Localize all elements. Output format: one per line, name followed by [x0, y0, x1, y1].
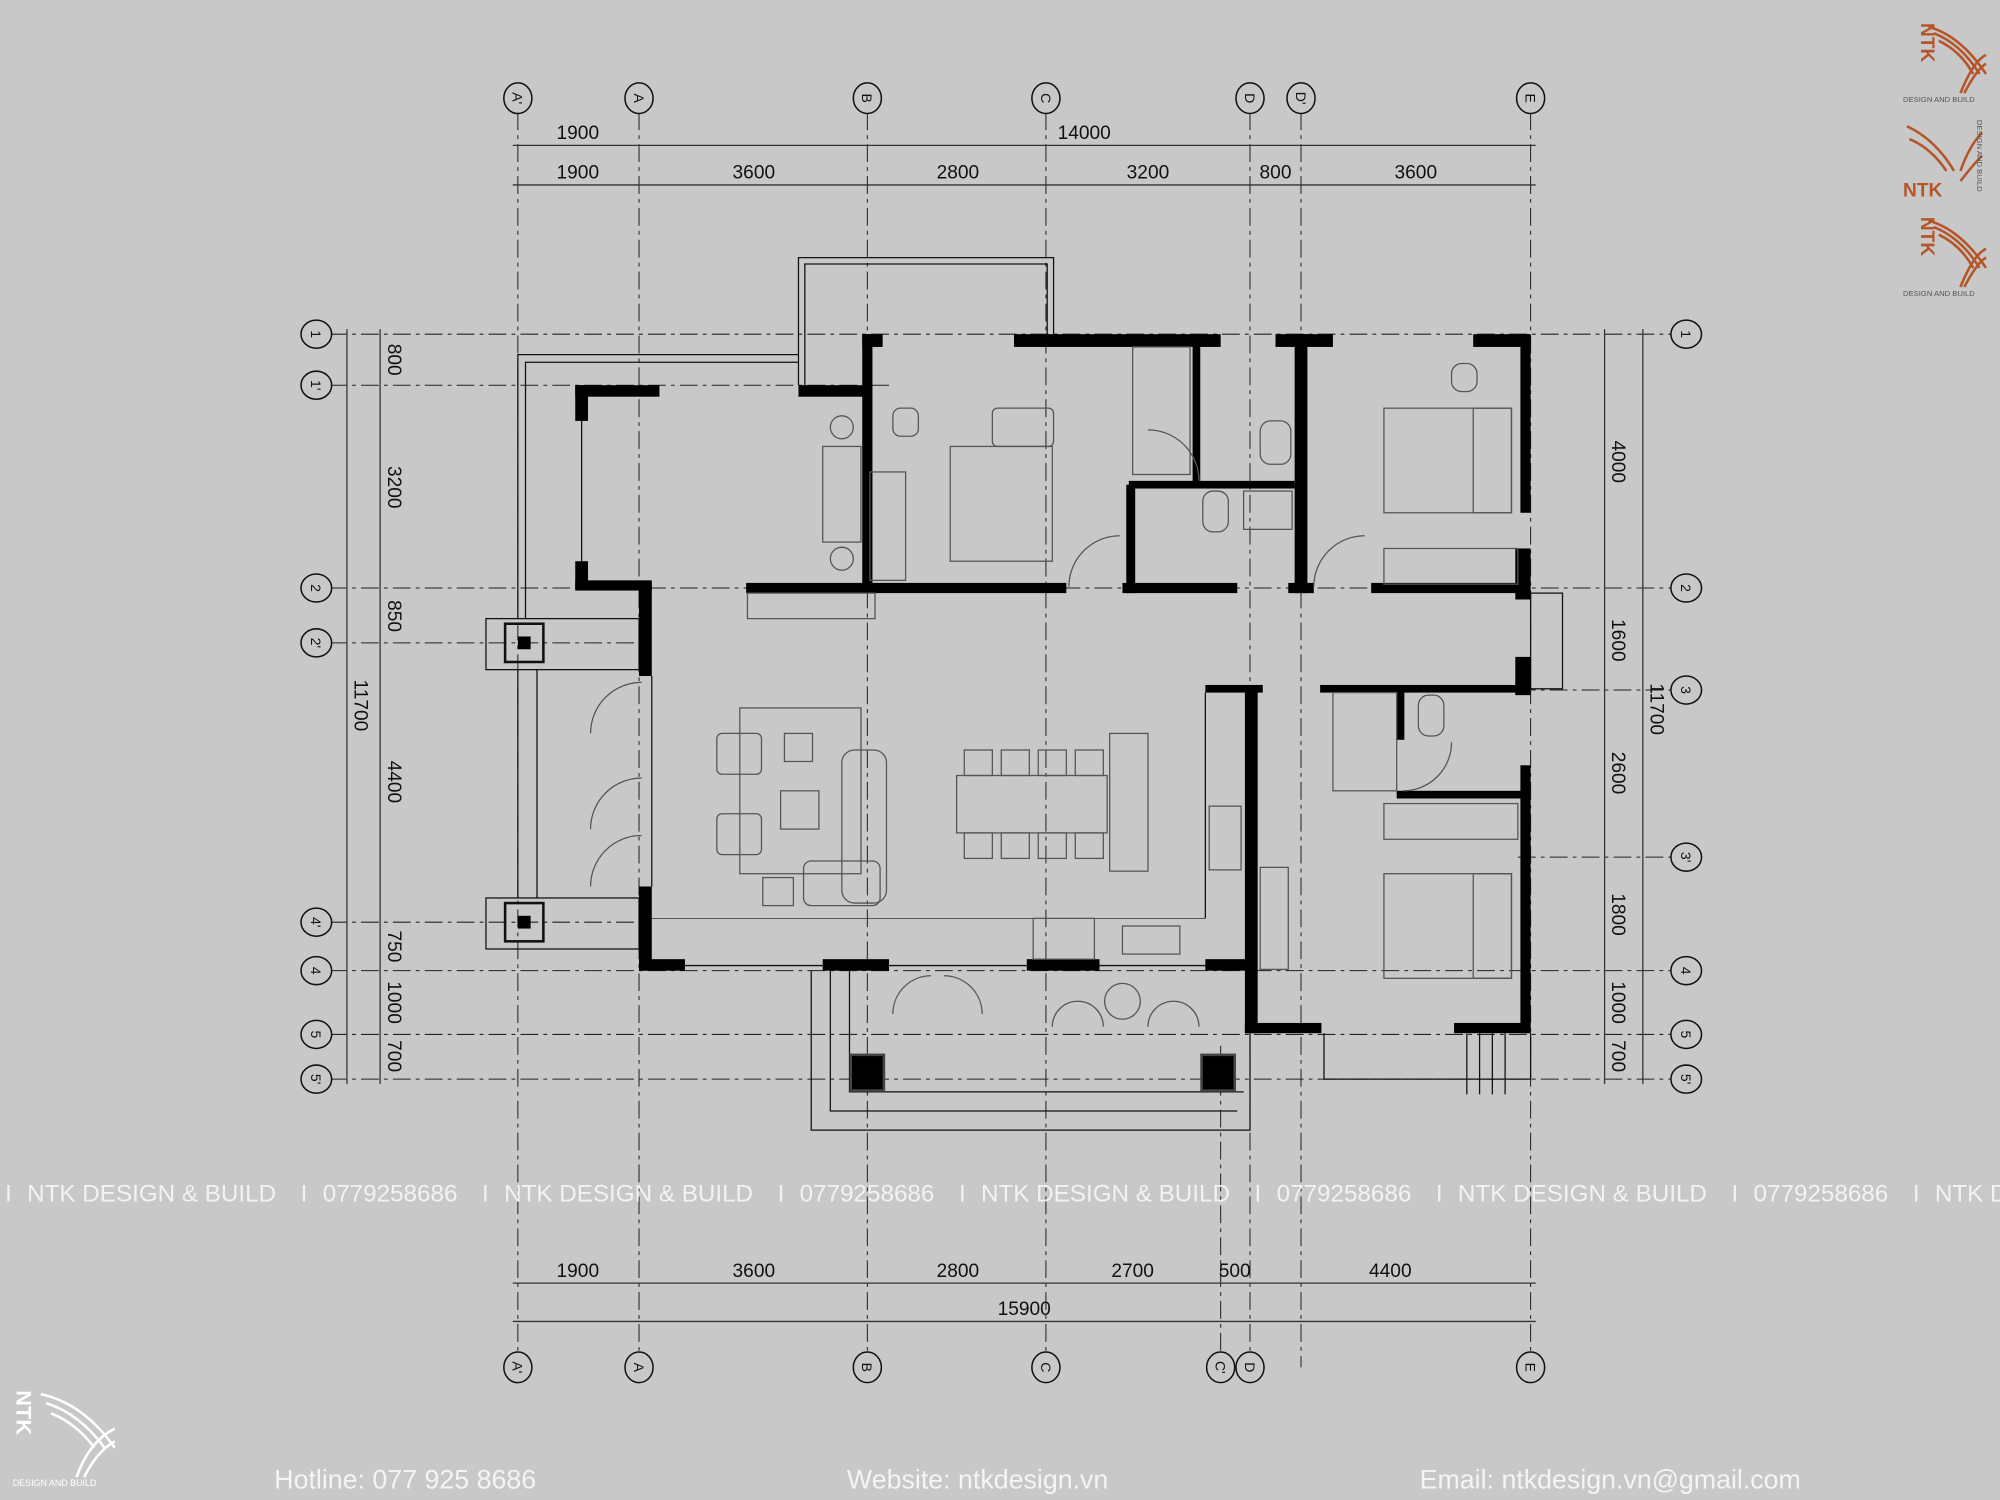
grid-label-right: 5' — [1678, 1074, 1694, 1084]
footer-website: Website: ntkdesign.vn — [847, 1465, 1108, 1495]
dim-top-overall: 14000 — [1058, 123, 1111, 144]
dim-top: 3600 — [733, 163, 776, 184]
grid-label-top: A — [631, 94, 647, 104]
grid-label-top: D — [1242, 93, 1258, 103]
grid-lines — [329, 112, 1674, 1368]
grid-label-left: 1' — [308, 380, 324, 390]
dim-top: 2800 — [937, 163, 980, 184]
grid-label-right: 5 — [1678, 1031, 1694, 1039]
dim-top-overall: 1900 — [557, 123, 600, 144]
dim-bottom: 2700 — [1111, 1261, 1154, 1282]
grid-label-bottom: C' — [1213, 1361, 1229, 1374]
grid-label-left: 4' — [308, 917, 324, 927]
dim-left: 700 — [383, 1040, 404, 1072]
grid-label-right: 1 — [1678, 330, 1694, 338]
grid-label-right: 3' — [1678, 852, 1694, 862]
dim-left: 850 — [383, 600, 404, 632]
grid-label-left: 5' — [308, 1074, 324, 1084]
grid-label-right: 3 — [1678, 686, 1694, 694]
grid-label-right: 2 — [1678, 584, 1694, 592]
dim-top: 3600 — [1395, 163, 1438, 184]
grid-label-bottom: C — [1038, 1362, 1054, 1372]
dim-bottom: 4400 — [1369, 1261, 1412, 1282]
grid-label-top: E — [1523, 94, 1539, 103]
walls — [575, 334, 1531, 1034]
dim-bottom-overall: 15900 — [998, 1299, 1051, 1320]
furniture — [589, 346, 1519, 1027]
dim-bottom: 3600 — [733, 1261, 776, 1282]
dim-top: 800 — [1260, 163, 1292, 184]
footer-email: Email: ntkdesign.vn@gmail.com — [1420, 1465, 1801, 1495]
dimension-lines — [346, 144, 1644, 1323]
dim-right: 1600 — [1607, 619, 1628, 662]
grid-label-bottom: A — [631, 1363, 647, 1373]
grid-label-left: 2 — [308, 584, 324, 592]
grid-label-bottom: D — [1242, 1362, 1258, 1372]
svg-text:DESIGN AND BUILD: DESIGN AND BUILD — [1903, 289, 1975, 298]
svg-text:DESIGN AND BUILD: DESIGN AND BUILD — [13, 1478, 97, 1488]
svg-text:DESIGN AND BUILD: DESIGN AND BUILD — [1903, 95, 1975, 104]
structural-columns — [503, 622, 1236, 1092]
grid-label-top: D' — [1293, 92, 1309, 105]
dim-right: 2600 — [1607, 752, 1628, 795]
grid-label-left: 4 — [308, 967, 324, 975]
dim-left: 1000 — [383, 981, 404, 1024]
grid-label-left: 5 — [308, 1031, 324, 1039]
footer-hotline: Hotline: 077 925 8686 — [274, 1465, 536, 1495]
dim-left: 4400 — [383, 761, 404, 804]
grid-label-left: 1 — [308, 330, 324, 338]
dim-right: 1000 — [1607, 981, 1628, 1024]
dim-right-overall: 11700 — [1646, 683, 1667, 735]
dim-top: 1900 — [557, 163, 600, 184]
dim-bottom: 1900 — [557, 1261, 600, 1282]
grid-bubbles — [300, 82, 1703, 1384]
grid-label-left: 2' — [308, 638, 324, 648]
grid-label-top: B — [859, 94, 875, 103]
dim-left: 750 — [383, 930, 404, 962]
grid-label-right: 4 — [1678, 967, 1694, 975]
grid-label-top: A' — [510, 92, 526, 104]
dim-top: 3200 — [1127, 163, 1170, 184]
dim-left: 800 — [383, 344, 404, 376]
dim-bottom: 500 — [1219, 1261, 1251, 1282]
svg-text:DESIGN AND BUILD: DESIGN AND BUILD — [1975, 120, 1984, 192]
svg-text:NTK: NTK — [12, 1390, 37, 1435]
outline-linework — [485, 257, 1564, 1131]
dim-left-overall: 11700 — [350, 679, 371, 731]
grid-label-bottom: A' — [510, 1361, 526, 1373]
grid-label-bottom: B — [859, 1363, 875, 1372]
dim-right: 4000 — [1607, 440, 1628, 483]
dim-bottom: 2800 — [937, 1261, 980, 1282]
dim-right: 700 — [1607, 1040, 1628, 1072]
svg-text:NTK: NTK — [1916, 217, 1937, 256]
svg-text:NTK: NTK — [1916, 23, 1937, 62]
grid-label-top: C — [1038, 93, 1054, 103]
dim-right: 1800 — [1607, 893, 1628, 936]
dim-left: 3200 — [383, 466, 404, 509]
brand-logo: NTK DESIGN AND BUILD NTK DESIGN AND BUIL… — [12, 23, 1988, 1488]
svg-text:NTK: NTK — [1903, 180, 1942, 201]
grid-label-bottom: E — [1523, 1363, 1539, 1372]
